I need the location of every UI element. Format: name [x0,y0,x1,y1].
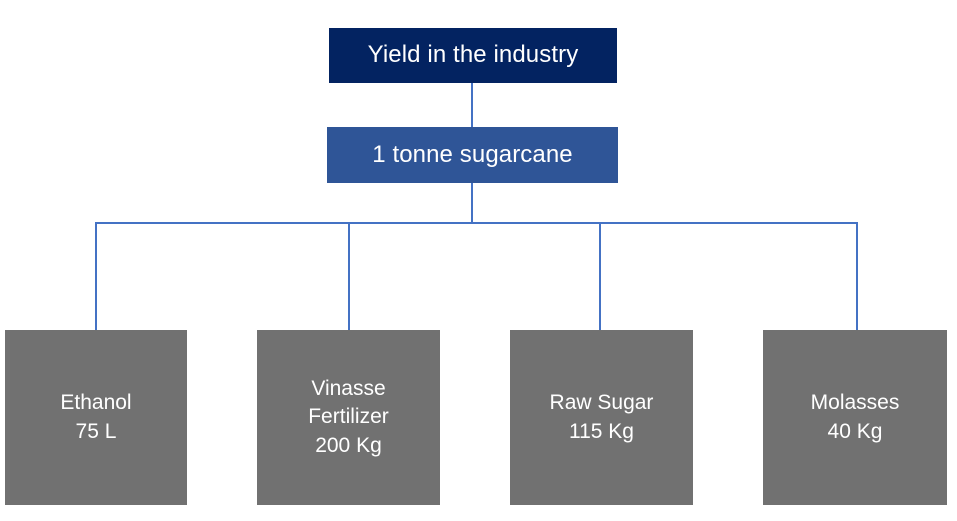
connector-bus-to-output-0 [95,222,97,330]
connector-input-to-bus [471,183,473,224]
node-input-1-tonne-sugarcane[interactable]: 1 tonne sugarcane [327,127,618,183]
node-output-molasses[interactable]: Molasses 40 Kg [763,330,947,505]
connector-bus-to-output-2 [599,222,601,330]
connector-bus-to-output-3 [856,222,858,330]
connector-root-to-input [471,83,473,127]
node-output-raw-sugar[interactable]: Raw Sugar 115 Kg [510,330,693,505]
node-root-yield-in-the-industry[interactable]: Yield in the industry [329,28,617,83]
node-output-ethanol[interactable]: Ethanol 75 L [5,330,187,505]
connector-distribution-bus [95,222,858,224]
connector-bus-to-output-1 [348,222,350,330]
node-output-vinasse-fertilizer[interactable]: Vinasse Fertilizer 200 Kg [257,330,440,505]
